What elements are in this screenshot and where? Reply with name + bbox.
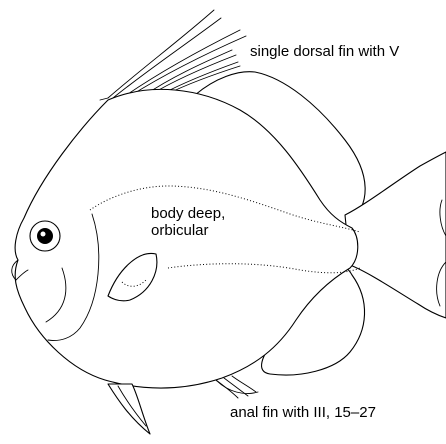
anal-fin-spines: [216, 376, 258, 398]
eye-iris: [37, 228, 53, 244]
anal-fin-label: anal fin with III, 15–27: [230, 404, 376, 421]
dorsal-fin-label: single dorsal fin with V: [250, 43, 399, 60]
body-shape-label-line-1: body deep,: [151, 205, 225, 222]
body-shape-label-line-2: orbicular: [151, 222, 209, 239]
eye-highlight: [41, 232, 46, 237]
pelvic-fin: [108, 384, 150, 434]
